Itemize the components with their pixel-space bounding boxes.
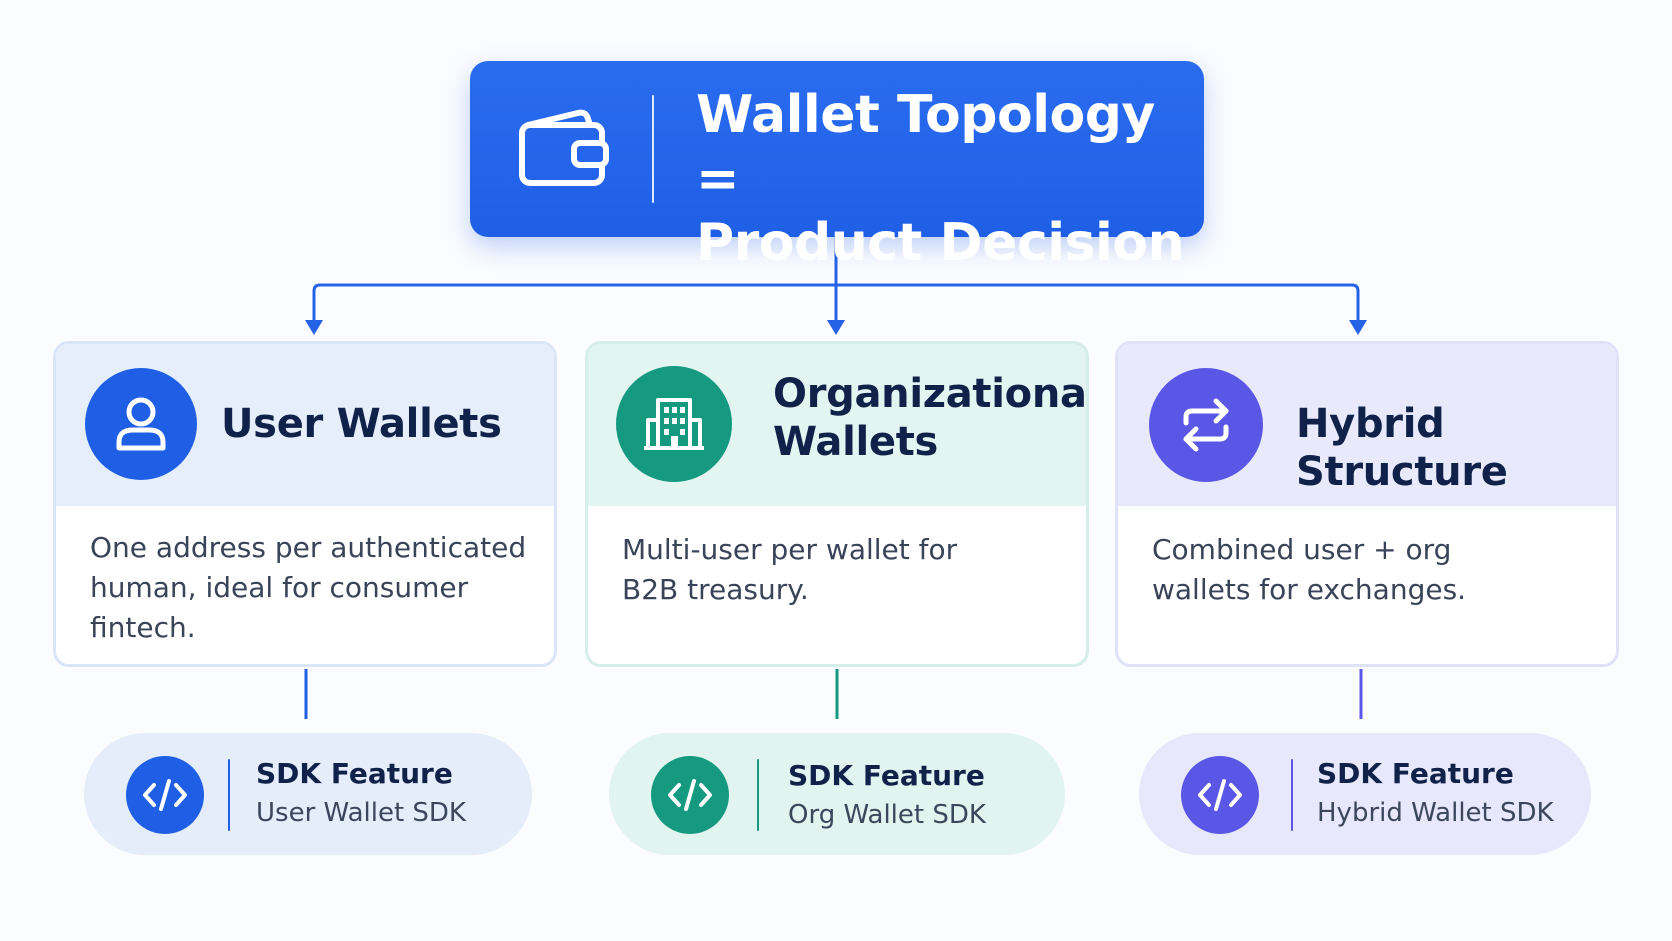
card-title: Organizational Wallets (773, 370, 1089, 466)
connector-branch-left (312, 283, 838, 328)
swap-arrows-icon (1149, 368, 1263, 482)
page-title: Wallet Topology = Product Decision (696, 83, 1196, 275)
card-header: Organizational Wallets (588, 344, 1086, 506)
title-divider (652, 95, 654, 203)
card-description: Combined user + org wallets for exchange… (1152, 533, 1467, 606)
sdk-label: SDK Feature (1317, 757, 1514, 790)
card-organizational-wallets: Organizational Wallets Multi-user per wa… (585, 341, 1089, 667)
pill-divider (757, 759, 759, 831)
connector-branch-right (834, 283, 1360, 328)
sdk-name: Hybrid Wallet SDK (1317, 798, 1554, 828)
card-title: User Wallets (221, 401, 502, 447)
sdk-name: User Wallet SDK (256, 798, 466, 828)
sdk-feature-user: SDK Feature User Wallet SDK (84, 733, 532, 855)
arrowhead-center (827, 320, 845, 335)
title-line-1: Wallet Topology = (696, 85, 1155, 209)
card-description: Multi-user per wallet for B2B treasury. (622, 533, 958, 606)
sdk-label: SDK Feature (256, 757, 453, 790)
card-title-line-2: Wallets (773, 419, 939, 465)
arrowhead-right (1349, 320, 1367, 335)
wallet-icon (519, 109, 609, 186)
card-user-wallets: User Wallets One address per authenticat… (53, 341, 557, 667)
title-line-2: Product Decision (696, 213, 1185, 273)
code-icon (651, 756, 729, 834)
code-icon (126, 756, 204, 834)
sdk-name: Org Wallet SDK (788, 800, 986, 830)
sdk-feature-hybrid: SDK Feature Hybrid Wallet SDK (1139, 733, 1591, 855)
card-title: Hybrid Structure (1296, 401, 1508, 495)
card-hybrid-structure: Hybrid Structure Combined user + org wal… (1115, 341, 1619, 667)
arrowhead-left (305, 320, 323, 335)
card-header: Hybrid Structure (1118, 344, 1616, 506)
card-header: User Wallets (56, 344, 554, 506)
sdk-feature-org: SDK Feature Org Wallet SDK (609, 733, 1065, 855)
user-icon (85, 368, 197, 480)
code-icon (1181, 756, 1259, 834)
pill-divider (228, 759, 230, 831)
sdk-label: SDK Feature (788, 759, 985, 792)
title-box: Wallet Topology = Product Decision (470, 61, 1204, 273)
card-title-line-1: Organizational (773, 371, 1089, 417)
pill-divider (1291, 759, 1293, 831)
building-icon (616, 366, 732, 482)
card-description: One address per authenticated human, ide… (90, 531, 527, 644)
